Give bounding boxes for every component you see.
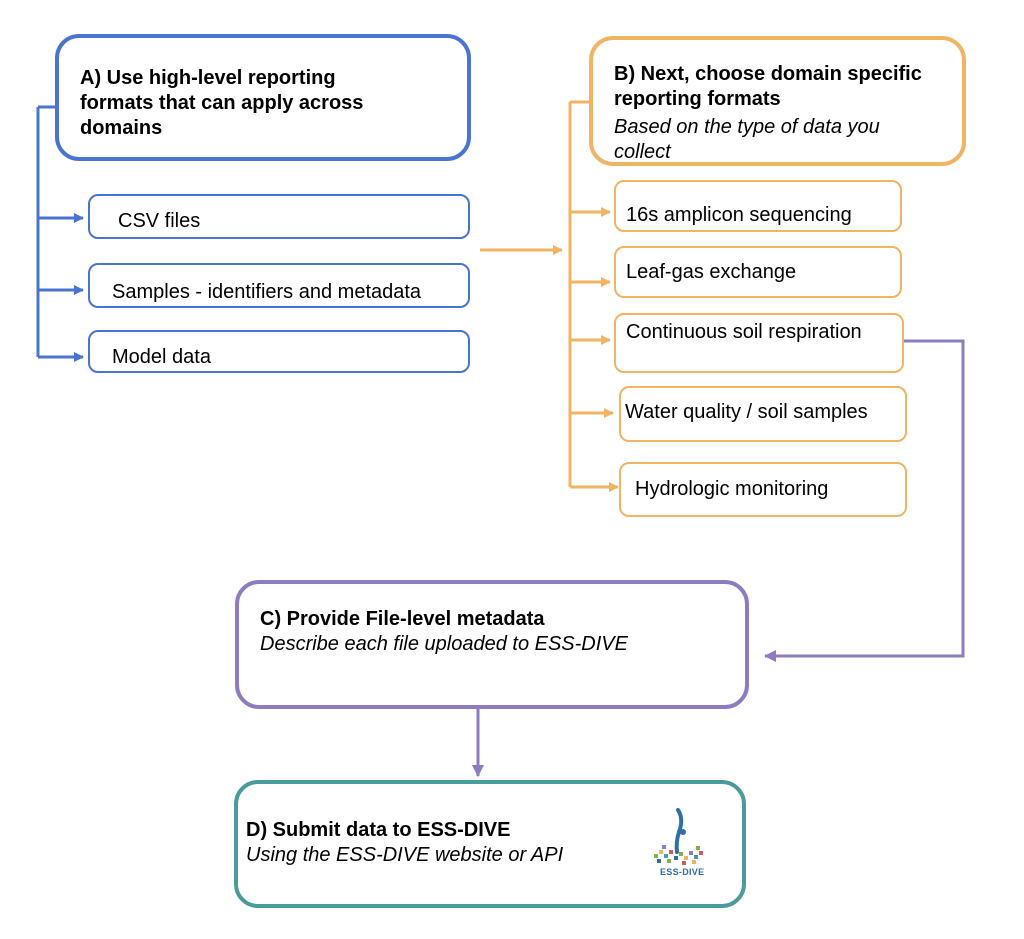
section-b-item-label: Leaf-gas exchange [626, 261, 797, 283]
section-c-box: C) Provide File-level metadata Describe … [235, 580, 749, 709]
ess-dive-logo: ESS-DIVE [638, 804, 718, 884]
section-b-item-label: Continuous soil respiration [626, 321, 862, 343]
section-a-item-label: CSV files [118, 210, 201, 232]
section-b-title: B) Next, choose domain specific reportin… [614, 63, 922, 110]
section-c-title: C) Provide File-level metadata [260, 608, 545, 630]
section-b-item-soil-respiration: Continuous soil respiration [614, 313, 904, 373]
section-a-item-label: Model data [112, 346, 211, 368]
section-b-item-label: Hydrologic monitoring [635, 478, 829, 500]
section-b-item-hydrologic: Hydrologic monitoring [619, 462, 907, 517]
section-a-box: A) Use high-level reporting formats that… [55, 34, 471, 161]
section-b-item-label: 16s amplicon sequencing [626, 204, 852, 226]
section-b-box: B) Next, choose domain specific reportin… [589, 36, 966, 166]
section-d-title: D) Submit data to ESS-DIVE [246, 819, 511, 841]
section-a-item-samples: Samples - identifiers and metadata [88, 263, 470, 308]
section-b-item-16s: 16s amplicon sequencing [614, 180, 902, 232]
section-b-subtitle: Based on the type of data you collect [614, 116, 880, 163]
ess-dive-logo-text: ESS-DIVE [660, 867, 705, 877]
section-d-subtitle: Using the ESS-DIVE website or API [246, 844, 564, 866]
ess-dive-logo-icon [654, 808, 703, 865]
section-a-connectors [36, 105, 84, 362]
section-a-item-csv: CSV files [88, 194, 470, 239]
section-b-connectors [568, 100, 619, 492]
section-a-title: A) Use high-level reporting formats that… [80, 67, 364, 139]
section-b-item-leaf-gas: Leaf-gas exchange [614, 246, 902, 298]
section-a-item-label: Samples - identifiers and metadata [112, 281, 422, 303]
section-b-item-label: Water quality / soil samples [625, 401, 868, 423]
section-d-box: D) Submit data to ESS-DIVE Using the ESS… [234, 780, 746, 908]
b-to-c-arrow [764, 339, 965, 662]
section-c-subtitle: Describe each file uploaded to ESS-DIVE [260, 633, 628, 655]
section-b-item-water-quality: Water quality / soil samples [619, 386, 907, 442]
section-a-item-model: Model data [88, 330, 470, 373]
